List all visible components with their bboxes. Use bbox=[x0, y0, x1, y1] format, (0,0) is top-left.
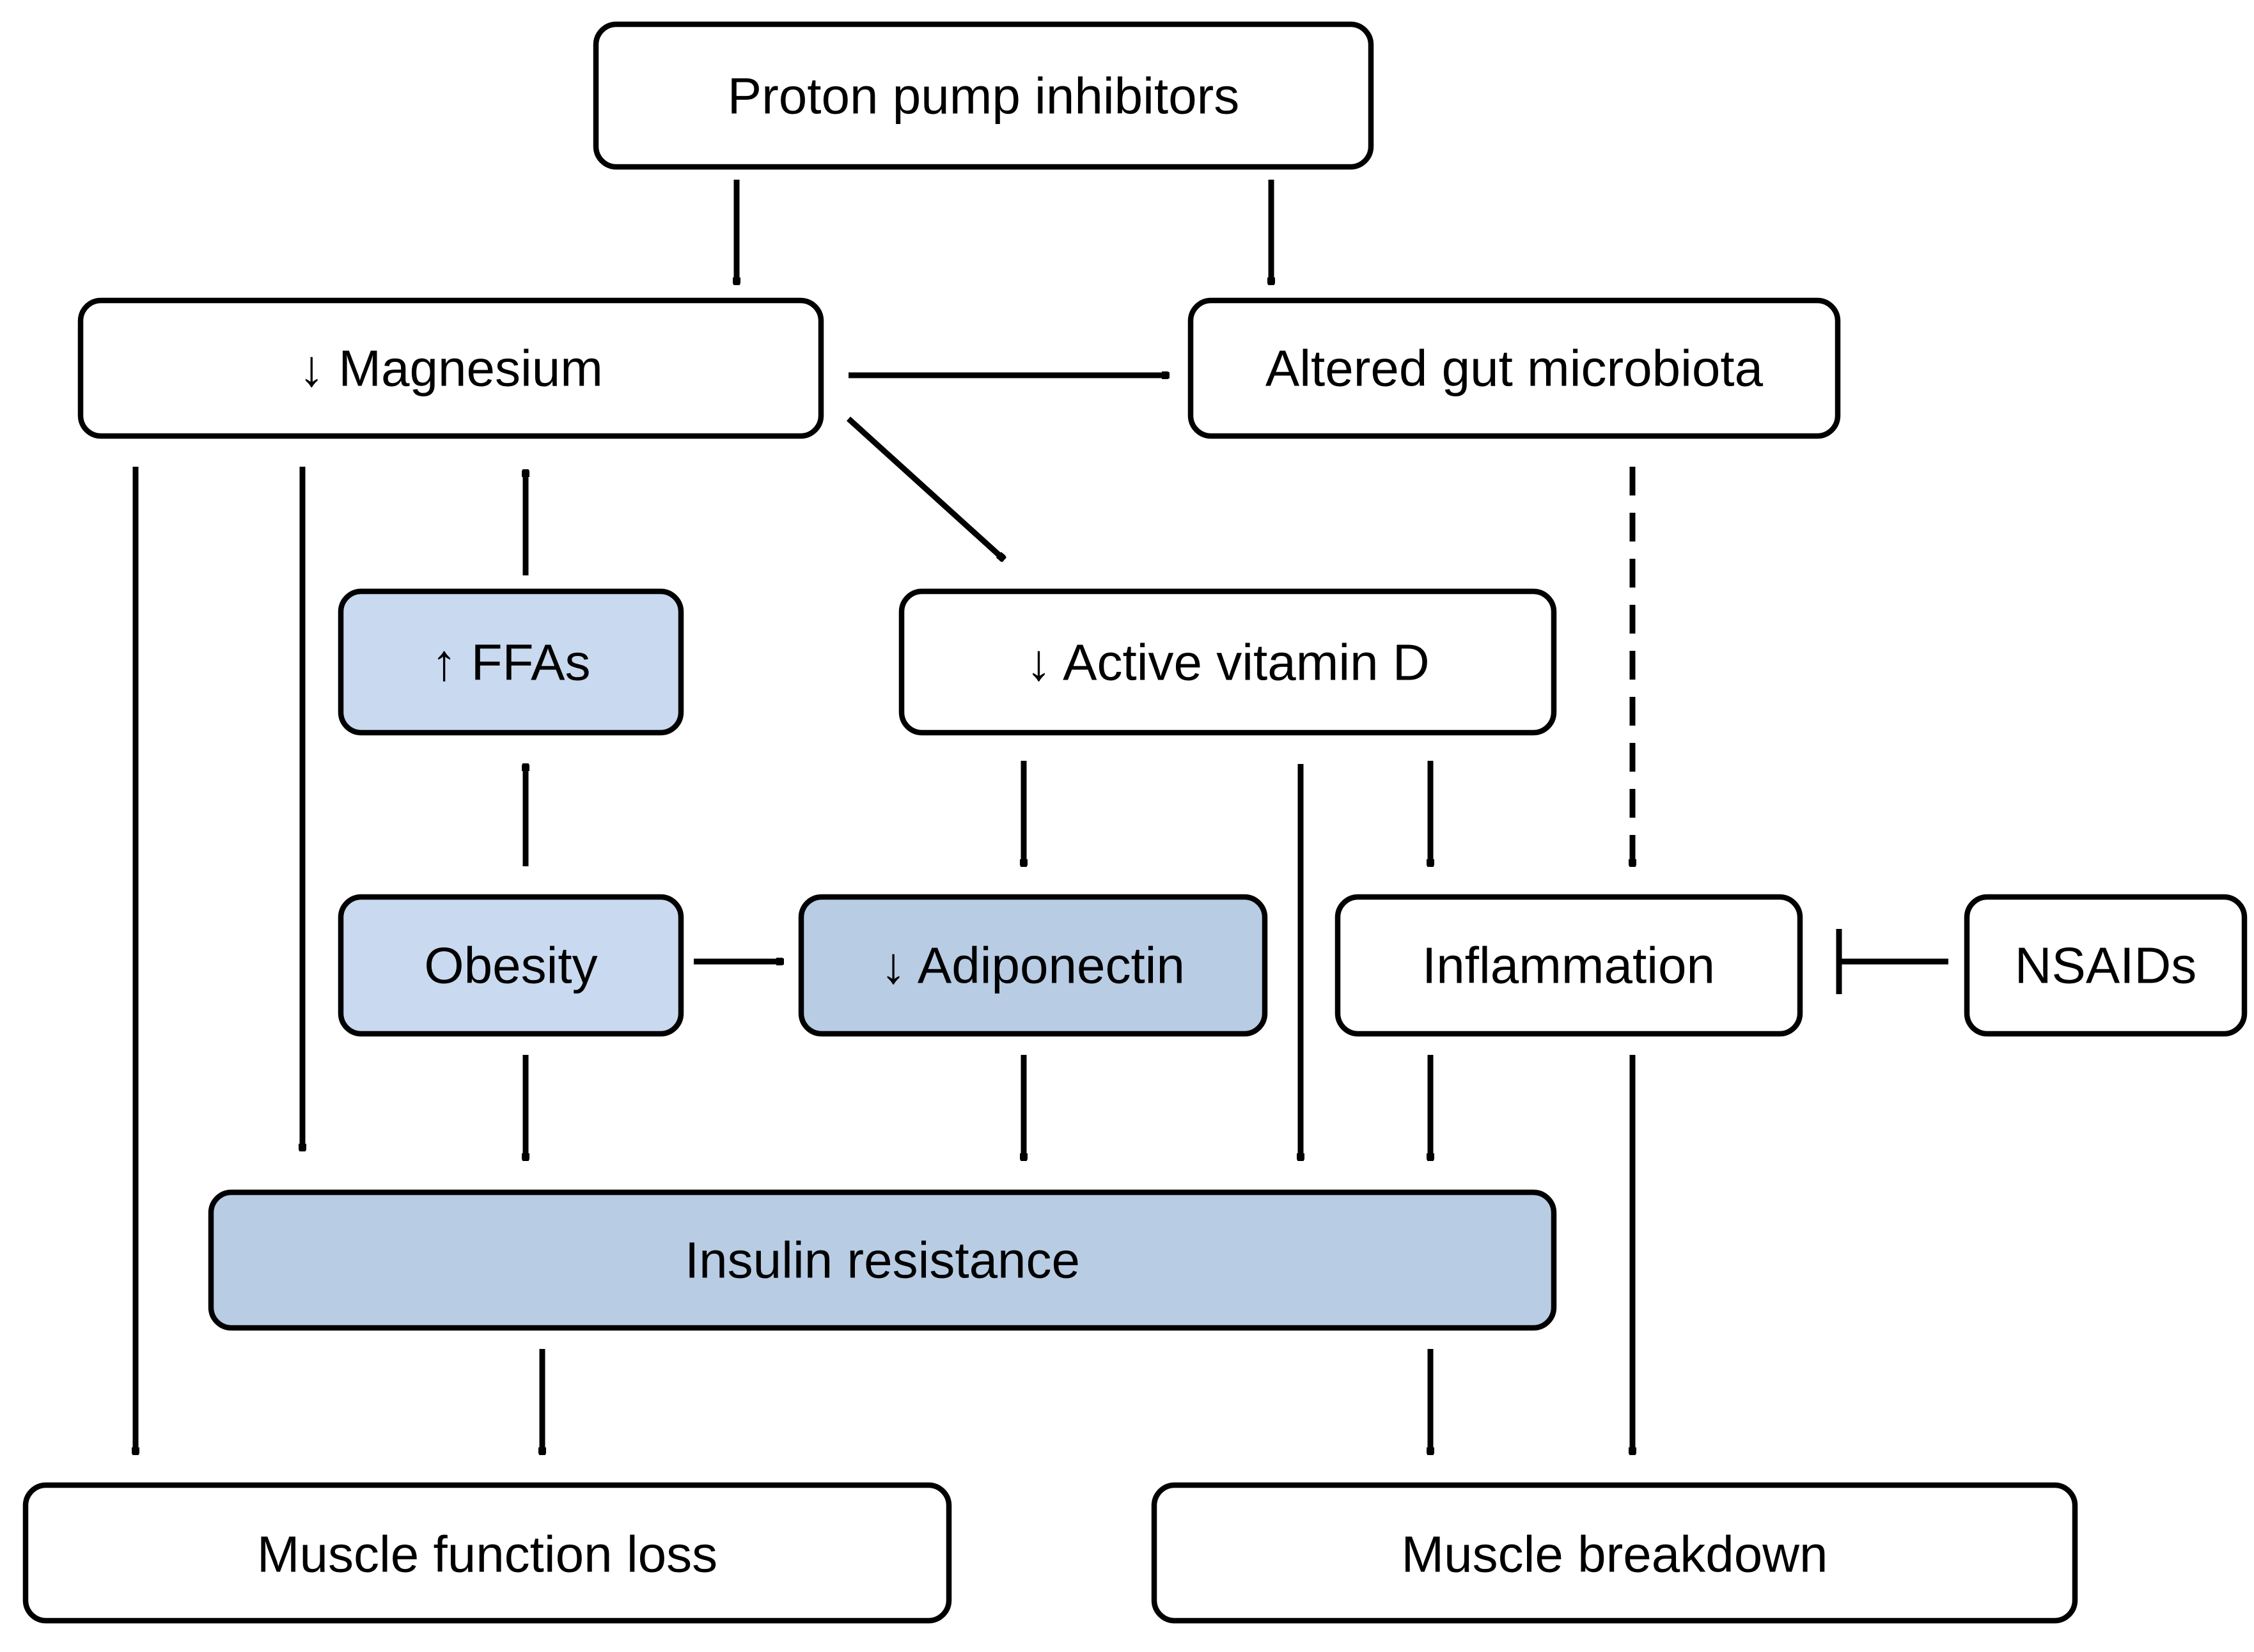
node-proton-pump-inhibitors: Proton pump inhibitors bbox=[593, 21, 1374, 170]
node-label: Proton pump inhibitors bbox=[728, 68, 1239, 125]
node-muscle-function-loss: Muscle function loss bbox=[22, 1482, 952, 1624]
node-label: ↑ FFAs bbox=[432, 634, 591, 691]
node-nsaids: NSAIDs bbox=[1964, 894, 2248, 1037]
node-label: Muscle breakdown bbox=[1402, 1526, 1828, 1583]
node-label: Altered gut microbiota bbox=[1265, 340, 1764, 397]
node-label: ↓ Magnesium bbox=[299, 340, 603, 397]
node-label: NSAIDs bbox=[2015, 937, 2197, 994]
node-label: Insulin resistance bbox=[685, 1232, 1080, 1289]
node-muscle-breakdown: Muscle breakdown bbox=[1151, 1482, 2078, 1624]
node-label: Muscle function loss bbox=[257, 1526, 717, 1583]
node-insulin-resistance: Insulin resistance bbox=[208, 1189, 1557, 1331]
node-label: Obesity bbox=[424, 937, 597, 994]
edge-magnesium-to-vitamin-d bbox=[846, 416, 1004, 559]
node-label: ↓ Adiponectin bbox=[880, 937, 1185, 994]
node-magnesium: ↓ Magnesium bbox=[77, 297, 824, 439]
node-adiponectin: ↓ Adiponectin bbox=[798, 894, 1268, 1037]
node-label: Inflammation bbox=[1422, 937, 1715, 994]
node-inflammation: Inflammation bbox=[1334, 894, 1803, 1037]
node-obesity: Obesity bbox=[338, 894, 684, 1037]
node-active-vitamin-d: ↓ Active vitamin D bbox=[898, 588, 1557, 736]
node-ffas: ↑ FFAs bbox=[338, 588, 684, 736]
node-altered-gut-microbiota: Altered gut microbiota bbox=[1187, 297, 1841, 439]
node-label: ↓ Active vitamin D bbox=[1026, 634, 1429, 691]
